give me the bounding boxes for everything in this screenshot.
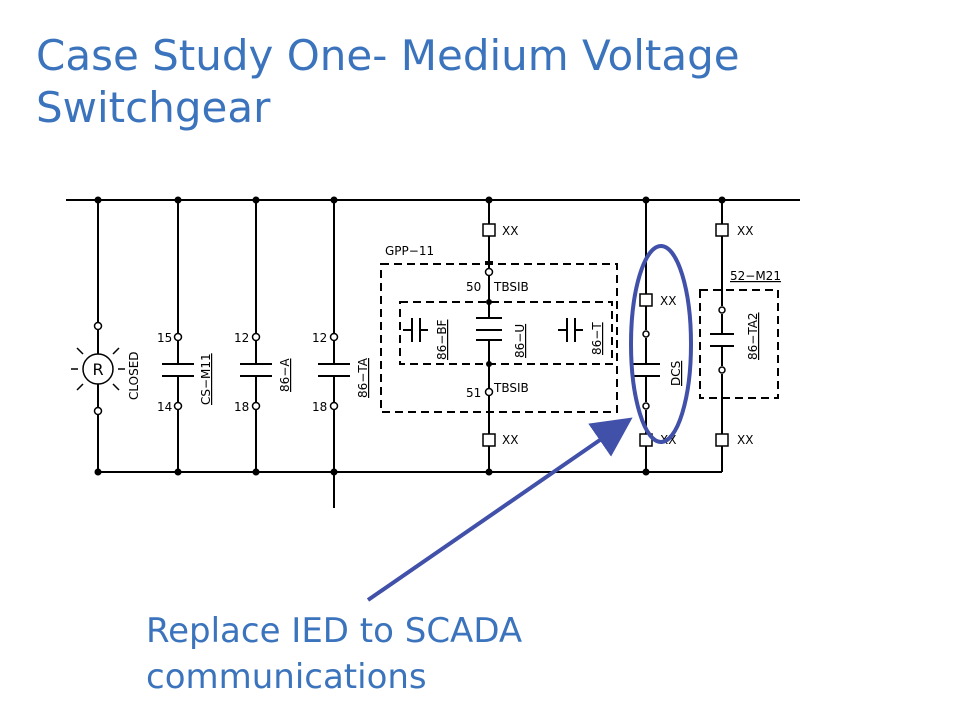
lamp-branch: R CLOSED [71,196,141,476]
lamp-letter: R [92,360,103,379]
xx-label-gpp-top: XX [502,224,518,238]
callout-line-1: Replace IED to SCADA [146,611,523,651]
tbsib-bottom-label: TBSIB [493,381,529,395]
gpp-top-term: 50 [466,280,481,294]
callout-arrow [366,417,633,602]
xx-label-dcs-top: XX [660,294,676,308]
xx-label-m21-bottom: XX [737,433,753,447]
dcs-highlight-ellipse [629,244,693,444]
contact-86bf-label: 86−BF [435,319,449,360]
tbsib-top-label: TBSIB [493,280,529,294]
m21-branch: XX 52−M21 86−TA2 XX [699,196,781,472]
a-term-bottom: 18 [234,400,249,414]
slide-title: Case Study One- Medium Voltage Switchgea… [36,30,916,134]
dcs-label: DCS [669,361,683,386]
ta-term-bottom: 18 [312,400,327,414]
ta2-label: 86−TA2 [746,312,760,360]
contact-86u-label: 86−U [513,324,527,358]
relay-86a-label: 86−A [278,358,292,392]
gpp-bottom-term: 51 [466,386,481,400]
gpp-11-box [380,263,618,413]
callout-line-2: communications [146,657,427,697]
relay-86ta-branch: 12 18 86−TA [312,196,370,508]
a-term-top: 12 [234,331,249,345]
ta-term-top: 12 [312,331,327,345]
m21-label: 52−M21 [730,269,781,283]
xx-label-m21-top: XX [737,224,753,238]
m21-box [699,289,779,399]
contact-86t-label: 86−T [590,322,604,355]
lamp-rays [71,347,125,391]
title-line-2: Switchgear [36,83,271,132]
lamp-label: CLOSED [127,351,141,400]
cs-term-bottom: 14 [157,400,172,414]
gpp-11-label: GPP−11 [385,244,434,258]
gpp-11-branch: XX GPP−11 50 TBSIB 86−BF 86−U 86−T 51 TB… [380,196,618,476]
xx-label-gpp-bottom: XX [502,433,518,447]
cs-term-top: 15 [157,331,172,345]
callout-text: Replace IED to SCADA communications [146,608,666,700]
relay-86ta-label: 86−TA [356,357,370,398]
relay-86a-branch: 12 18 86−A [234,196,292,476]
cs-m11-branch: 15 14 CS−M11 [157,196,213,476]
cs-m11-label: CS−M11 [199,353,213,405]
gpp-inner-box [399,301,613,365]
title-line-1: Case Study One- Medium Voltage [36,31,740,80]
